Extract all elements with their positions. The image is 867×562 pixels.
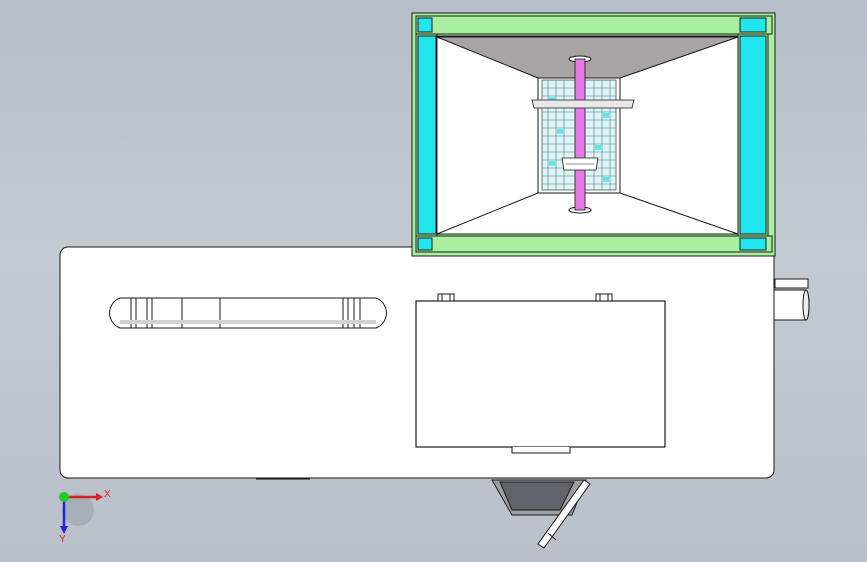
corner-block bbox=[739, 17, 767, 33]
y-axis-arrowhead bbox=[60, 526, 68, 534]
access-door[interactable] bbox=[415, 293, 666, 454]
x-axis-label: X bbox=[104, 489, 111, 500]
triad-shadow bbox=[62, 494, 94, 526]
door-latch-icon[interactable] bbox=[595, 293, 613, 302]
handle-icon[interactable] bbox=[109, 297, 387, 329]
door-pull-handle[interactable] bbox=[511, 447, 571, 454]
corner-block bbox=[739, 237, 767, 251]
corner-block bbox=[739, 35, 767, 235]
corner-block bbox=[417, 17, 433, 33]
x-axis-arrowhead bbox=[96, 493, 103, 501]
triad-origin bbox=[59, 492, 69, 502]
coordinate-triad: X Y bbox=[59, 489, 111, 545]
frame-top-bar bbox=[415, 15, 773, 35]
chute-icon[interactable] bbox=[491, 479, 591, 549]
pipe-icon[interactable] bbox=[773, 278, 810, 321]
mixing-chamber[interactable] bbox=[411, 12, 776, 257]
rotor-shaft[interactable] bbox=[531, 55, 635, 214]
corner-block bbox=[417, 237, 433, 251]
frame-bottom-bar bbox=[415, 235, 773, 253]
door-latch-icon[interactable] bbox=[437, 293, 455, 302]
y-axis-label: Y bbox=[59, 534, 66, 545]
corner-block bbox=[417, 35, 437, 235]
